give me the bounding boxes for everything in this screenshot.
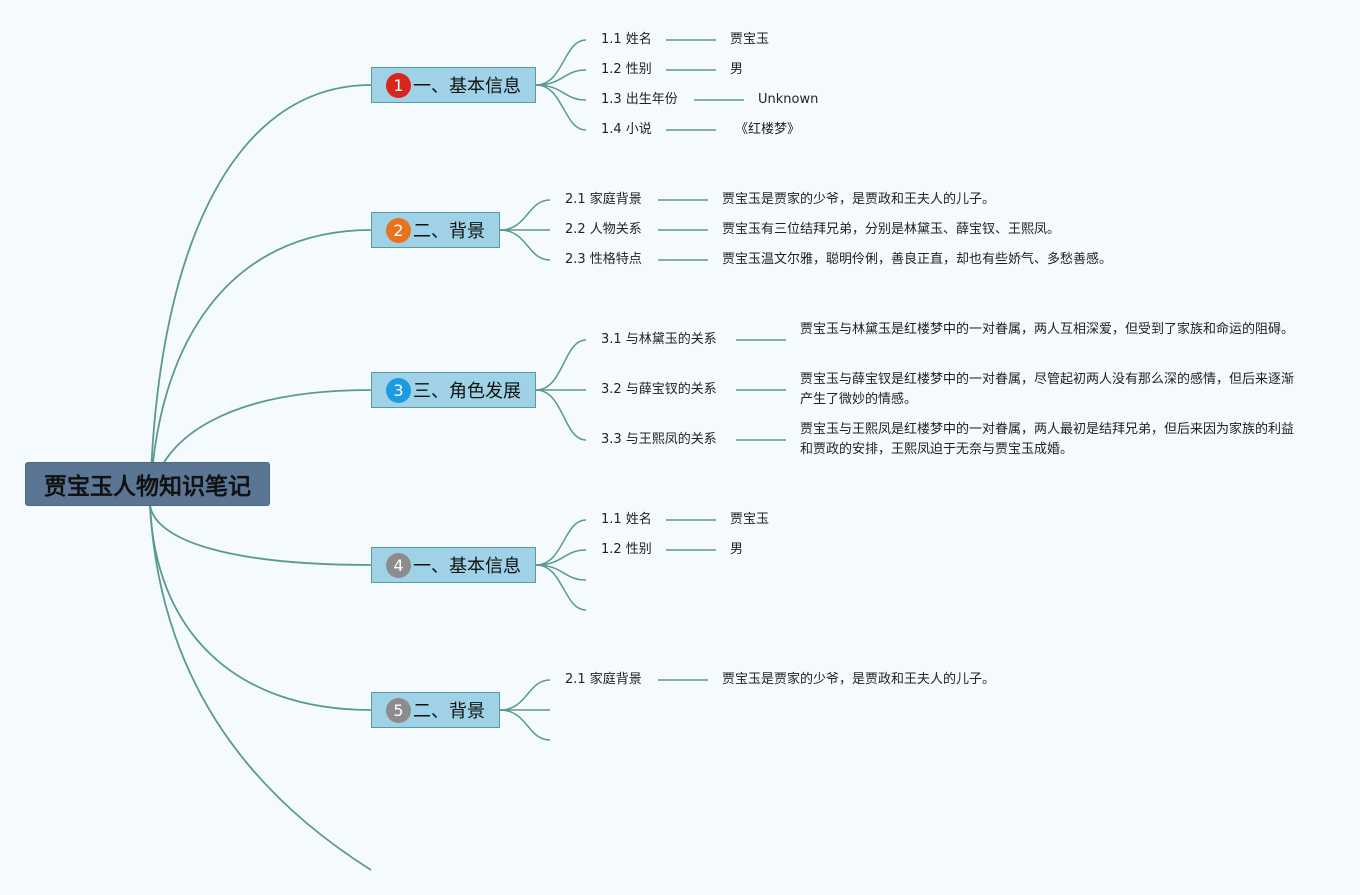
connector-line <box>499 709 551 741</box>
subtopic-label[interactable]: 1.2 性别 <box>601 62 652 77</box>
subtopic-label[interactable]: 1.3 出生年份 <box>601 92 678 107</box>
subtopic-value[interactable]: 贾宝玉有三位结拜兄弟，分别是林黛玉、薛宝钗、王熙凤。 <box>722 222 1061 237</box>
subtopic-value[interactable]: 贾宝玉是贾家的少爷，是贾政和王夫人的儿子。 <box>722 672 996 687</box>
connector-line <box>149 229 372 506</box>
connector-line <box>535 549 587 566</box>
connector-line <box>535 389 587 441</box>
topic-label: 一、基本信息 <box>413 76 521 97</box>
subtopic-label[interactable]: 2.1 家庭背景 <box>565 672 642 687</box>
subtopic-label[interactable]: 3.3 与王熙凤的关系 <box>601 432 717 447</box>
subtopic-value[interactable]: 贾宝玉是贾家的少爷，是贾政和王夫人的儿子。 <box>722 192 996 207</box>
subtopic-label[interactable]: 2.2 人物关系 <box>565 222 642 237</box>
subtopic-value[interactable]: 《红楼梦》 <box>735 122 801 137</box>
connector-line <box>535 339 587 391</box>
connector-line <box>535 84 587 101</box>
subtopic-value[interactable]: 贾宝玉 <box>730 32 770 47</box>
subtopic-label[interactable]: 3.2 与薛宝钗的关系 <box>601 382 717 397</box>
central-topic[interactable]: 贾宝玉人物知识笔记 <box>25 462 270 506</box>
connector-line <box>535 69 587 86</box>
connector-line <box>535 519 587 566</box>
topic-number-badge: 3 <box>386 377 411 403</box>
subtopic-value[interactable]: 贾宝玉与王熙凤是红楼梦中的一对眷属，两人最初是结拜兄弟，但后来因为家族的利益和贾… <box>800 422 1295 457</box>
connector-line <box>535 84 587 131</box>
connector-line <box>149 504 372 566</box>
subtopic-label[interactable]: 2.3 性格特点 <box>565 252 642 267</box>
subtopic-label[interactable]: 3.1 与林黛玉的关系 <box>601 332 717 347</box>
connector-line <box>149 504 372 711</box>
connector-line <box>535 39 587 86</box>
topic-label: 三、角色发展 <box>413 381 521 402</box>
subtopic-value[interactable]: 男 <box>730 542 744 557</box>
topic-label: 一、基本信息 <box>413 556 521 577</box>
subtopic-value[interactable]: 男 <box>730 62 744 77</box>
connector-line <box>499 679 551 711</box>
subtopic-label[interactable]: 2.1 家庭背景 <box>565 192 642 207</box>
connector-line <box>535 564 587 581</box>
topic-label: 二、背景 <box>413 221 485 242</box>
subtopic-label[interactable]: 1.2 性别 <box>601 542 652 557</box>
subtopic-value[interactable]: 贾宝玉与林黛玉是红楼梦中的一对眷属，两人互相深爱，但受到了家族和命运的阻碍。 <box>800 322 1295 337</box>
connector-line <box>499 199 551 231</box>
subtopic-value[interactable]: 贾宝玉 <box>730 512 770 527</box>
subtopic-value[interactable]: Unknown <box>758 92 819 107</box>
topic-label: 二、背景 <box>413 701 485 722</box>
connector-line <box>499 229 551 261</box>
topic-number-badge: 1 <box>386 72 411 98</box>
topic-number-badge: 4 <box>386 552 411 578</box>
subtopic-value[interactable]: 贾宝玉与薛宝钗是红楼梦中的一对眷属，尽管起初两人没有那么深的感情，但后来逐渐产生… <box>800 372 1295 407</box>
topic-number-badge: 5 <box>386 697 411 723</box>
subtopic-label[interactable]: 1.1 姓名 <box>601 32 652 47</box>
subtopic-label[interactable]: 1.4 小说 <box>601 122 652 137</box>
subtopic-label[interactable]: 1.1 姓名 <box>601 512 652 527</box>
subtopic-value[interactable]: 贾宝玉温文尔雅，聪明伶俐，善良正直，却也有些娇气、多愁善感。 <box>722 252 1113 267</box>
connector-line <box>149 504 372 871</box>
connector-line <box>149 84 372 506</box>
topic-number-badge: 2 <box>386 217 411 243</box>
central-topic-label: 贾宝玉人物知识笔记 <box>44 474 251 500</box>
connector-line <box>535 564 587 611</box>
